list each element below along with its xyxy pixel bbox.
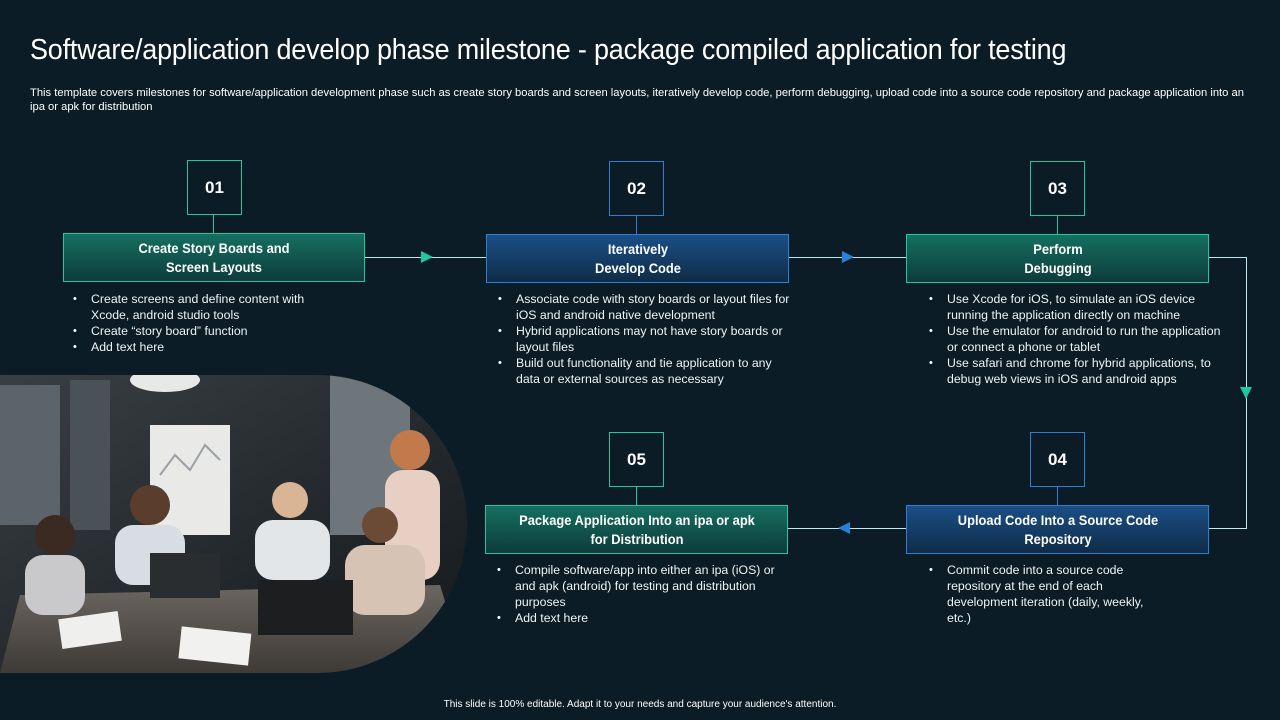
step-title-03: Perform Debugging	[906, 234, 1209, 283]
connector-03	[1057, 215, 1058, 234]
step-title-03-text: Perform Debugging	[1016, 240, 1099, 278]
arrow-left-icon	[838, 522, 850, 534]
step-title-05-text: Package Application Into an ipa or apk f…	[517, 511, 756, 549]
connector-05	[636, 487, 637, 505]
step-title-02: Iteratively Develop Code	[486, 234, 789, 283]
arrow-down-icon	[1240, 387, 1252, 399]
list-item: Commit code into a source code repositor…	[927, 562, 1147, 626]
list-item: Use safari and chrome for hybrid applica…	[927, 355, 1227, 387]
step-02-bullets: Associate code with story boards or layo…	[496, 291, 796, 387]
arrow-right-icon	[421, 251, 433, 263]
page-title: Software/application develop phase miles…	[30, 34, 1174, 67]
list-item: Associate code with story boards or layo…	[496, 291, 796, 323]
step-number-02: 02	[609, 161, 664, 216]
list-item: Create screens and define content with X…	[71, 291, 341, 323]
step-01-bullets: Create screens and define content with X…	[71, 291, 341, 355]
team-meeting-photo	[0, 375, 467, 673]
step-number-03: 03	[1030, 161, 1085, 216]
list-item: Add text here	[71, 339, 341, 355]
list-item: Build out functionality and tie applicat…	[496, 355, 796, 387]
connector-02	[636, 215, 637, 235]
flow-line-3-out	[1209, 257, 1246, 258]
step-title-01: Create Story Boards and Screen Layouts	[63, 233, 365, 282]
step-title-05: Package Application Into an ipa or apk f…	[485, 505, 788, 554]
step-number-04: 04	[1030, 432, 1085, 487]
step-number-01: 01	[187, 160, 242, 215]
list-item: Compile software/app into either an ipa …	[495, 562, 775, 610]
step-03-bullets: Use Xcode for iOS, to simulate an iOS de…	[927, 291, 1227, 387]
arrow-right-icon	[842, 251, 854, 263]
step-04-bullets: Commit code into a source code repositor…	[927, 562, 1147, 626]
footer-note: This slide is 100% editable. Adapt it to…	[0, 699, 1280, 710]
step-title-01-text: Create Story Boards and Screen Layouts	[136, 239, 292, 277]
step-number-05: 05	[609, 432, 664, 487]
list-item: Create “story board” function	[71, 323, 341, 339]
step-title-04-text: Upload Code Into a Source Code Repositor…	[956, 511, 1158, 549]
step-title-04: Upload Code Into a Source Code Repositor…	[906, 505, 1209, 554]
step-05-bullets: Compile software/app into either an ipa …	[495, 562, 775, 626]
page-subtitle: This template covers milestones for soft…	[30, 86, 1255, 114]
flow-line-4-in	[1209, 528, 1247, 529]
connector-04	[1057, 487, 1058, 505]
list-item: Hybrid applications may not have story b…	[496, 323, 796, 355]
list-item: Use Xcode for iOS, to simulate an iOS de…	[927, 291, 1227, 323]
list-item: Use the emulator for android to run the …	[927, 323, 1227, 355]
step-title-02-text: Iteratively Develop Code	[587, 240, 688, 278]
list-item: Add text here	[495, 610, 775, 626]
connector-01	[213, 215, 214, 234]
